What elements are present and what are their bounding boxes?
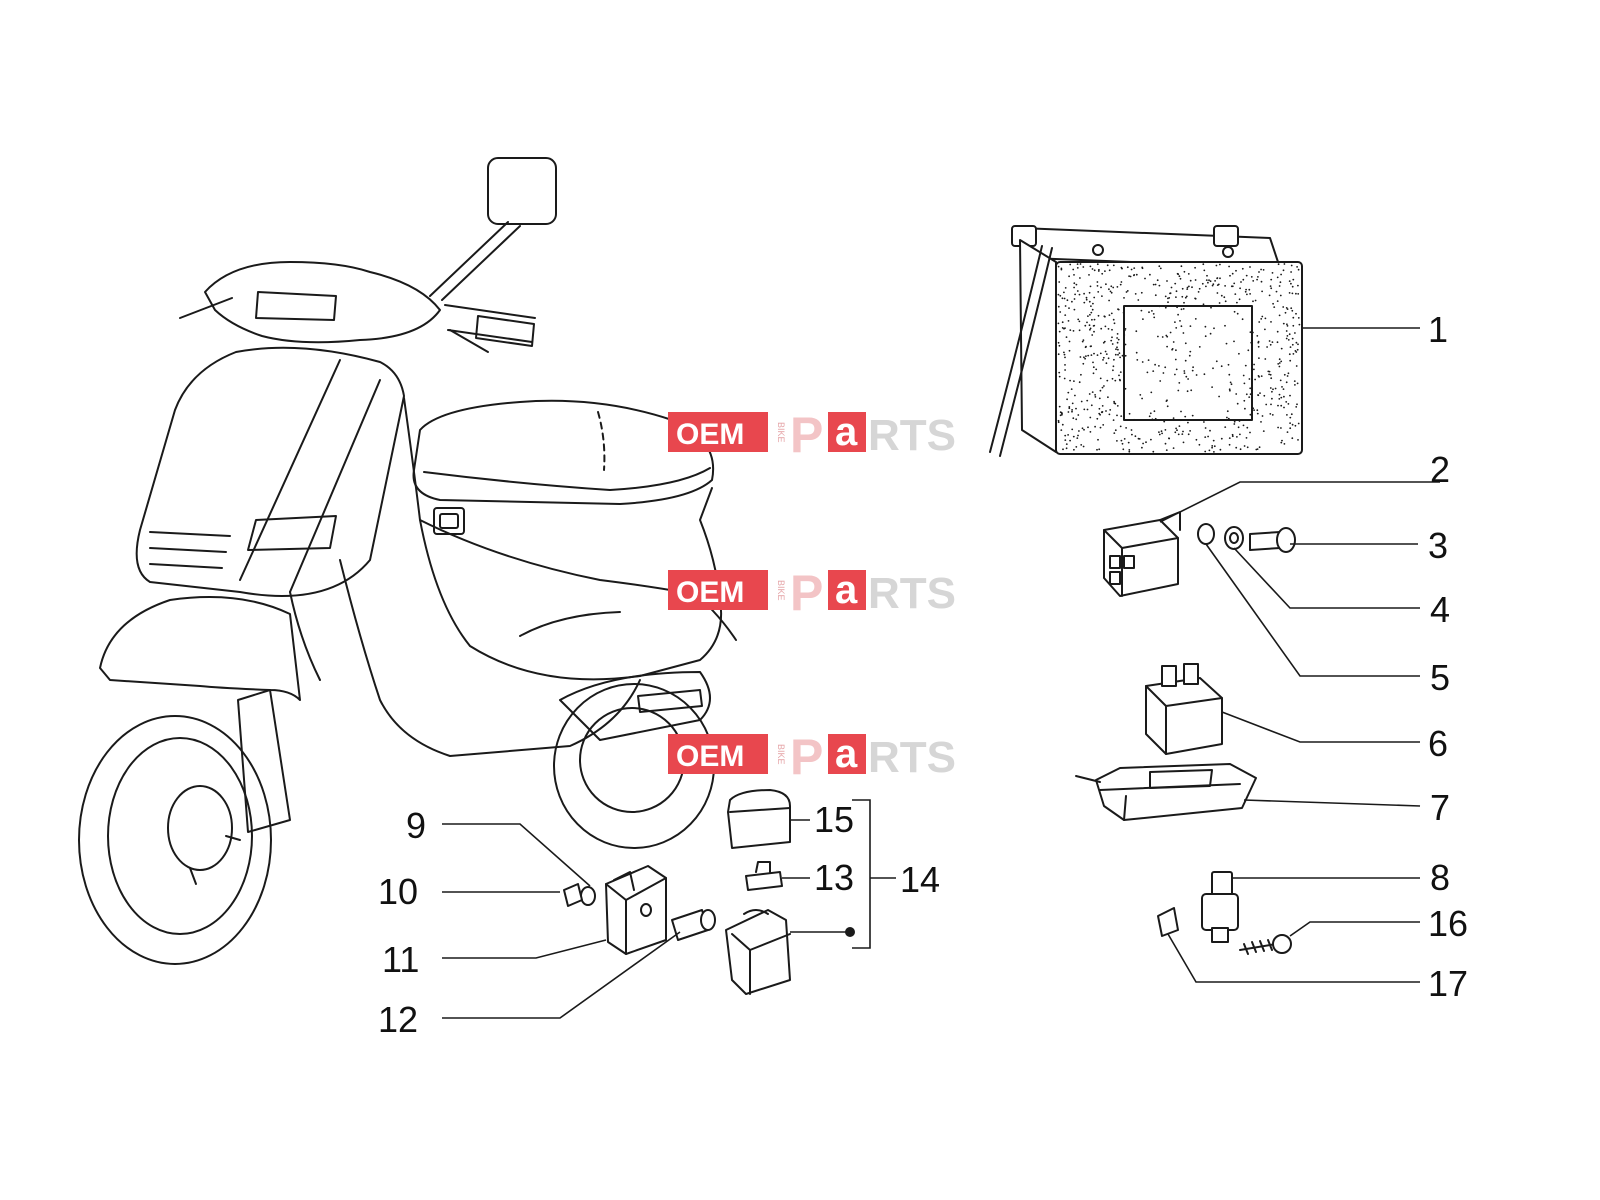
svg-text:BIKE: BIKE: [776, 580, 786, 601]
svg-text:P: P: [790, 729, 823, 785]
svg-text:P: P: [790, 407, 823, 463]
leader-5: [1205, 543, 1420, 677]
callout-numbers: 1 2 3 4 5 6 7 8 9 10 11 12 13 14 15 16 1…: [378, 309, 1468, 1040]
svg-text:RTS: RTS: [868, 569, 956, 618]
callout-7: 7: [1430, 787, 1450, 828]
leader-16: [1289, 921, 1420, 937]
leader-9: [442, 823, 591, 887]
callout-4: 4: [1430, 589, 1450, 630]
connector-screw-clip: [1157, 871, 1292, 955]
svg-text:OEM: OEM: [676, 576, 744, 609]
battery-texture: [1057, 263, 1301, 453]
leader-lines: [442, 327, 1440, 1019]
svg-text:BIKE: BIKE: [776, 744, 786, 765]
callout-10: 10: [378, 871, 418, 912]
callout-13: 13: [814, 857, 854, 898]
leader-6: [1221, 711, 1420, 743]
callout-6: 6: [1428, 723, 1448, 764]
leader-2: [1159, 481, 1440, 523]
bracket-14: [852, 799, 896, 949]
svg-text:a: a: [835, 732, 858, 776]
leader-12: [442, 931, 681, 1019]
leader-11: [442, 939, 607, 959]
battery: [989, 225, 1303, 457]
callout-5: 5: [1430, 657, 1450, 698]
leader-dot: [845, 927, 855, 937]
callout-1: 1: [1428, 309, 1448, 350]
callout-16: 16: [1428, 903, 1468, 944]
bracket-assembly: [563, 865, 716, 955]
svg-text:OEM: OEM: [676, 418, 744, 451]
svg-text:RTS: RTS: [868, 411, 956, 460]
watermarks: OEM BIKE P a RTS OEM BIKE P a RTS OEM BI…: [668, 407, 956, 785]
watermark-logo: OEM BIKE P a RTS: [668, 407, 956, 463]
fuse-box-parts: [725, 789, 791, 995]
callout-17: 17: [1428, 963, 1468, 1004]
callout-8: 8: [1430, 857, 1450, 898]
relay: [1145, 663, 1223, 755]
svg-text:a: a: [835, 568, 858, 612]
callout-3: 3: [1428, 525, 1448, 566]
svg-text:a: a: [835, 410, 858, 454]
scooter-drawing: [78, 157, 737, 965]
leader-7: [1243, 799, 1421, 807]
callout-11: 11: [382, 939, 419, 980]
svg-text:BIKE: BIKE: [776, 422, 786, 443]
watermark-logo: OEM BIKE P a RTS: [668, 729, 956, 785]
callout-9: 9: [406, 805, 426, 846]
svg-text:P: P: [790, 565, 823, 621]
callout-14: 14: [900, 859, 940, 900]
callout-12: 12: [378, 999, 418, 1040]
leader-4: [1233, 547, 1420, 609]
watermark-logo: OEM BIKE P a RTS: [668, 565, 956, 621]
callout-2: 2: [1430, 449, 1450, 490]
voltage-regulator: [1075, 763, 1257, 821]
leader-17: [1167, 933, 1420, 983]
svg-text:RTS: RTS: [868, 733, 956, 782]
svg-text:OEM: OEM: [676, 740, 744, 773]
callout-15: 15: [814, 799, 854, 840]
